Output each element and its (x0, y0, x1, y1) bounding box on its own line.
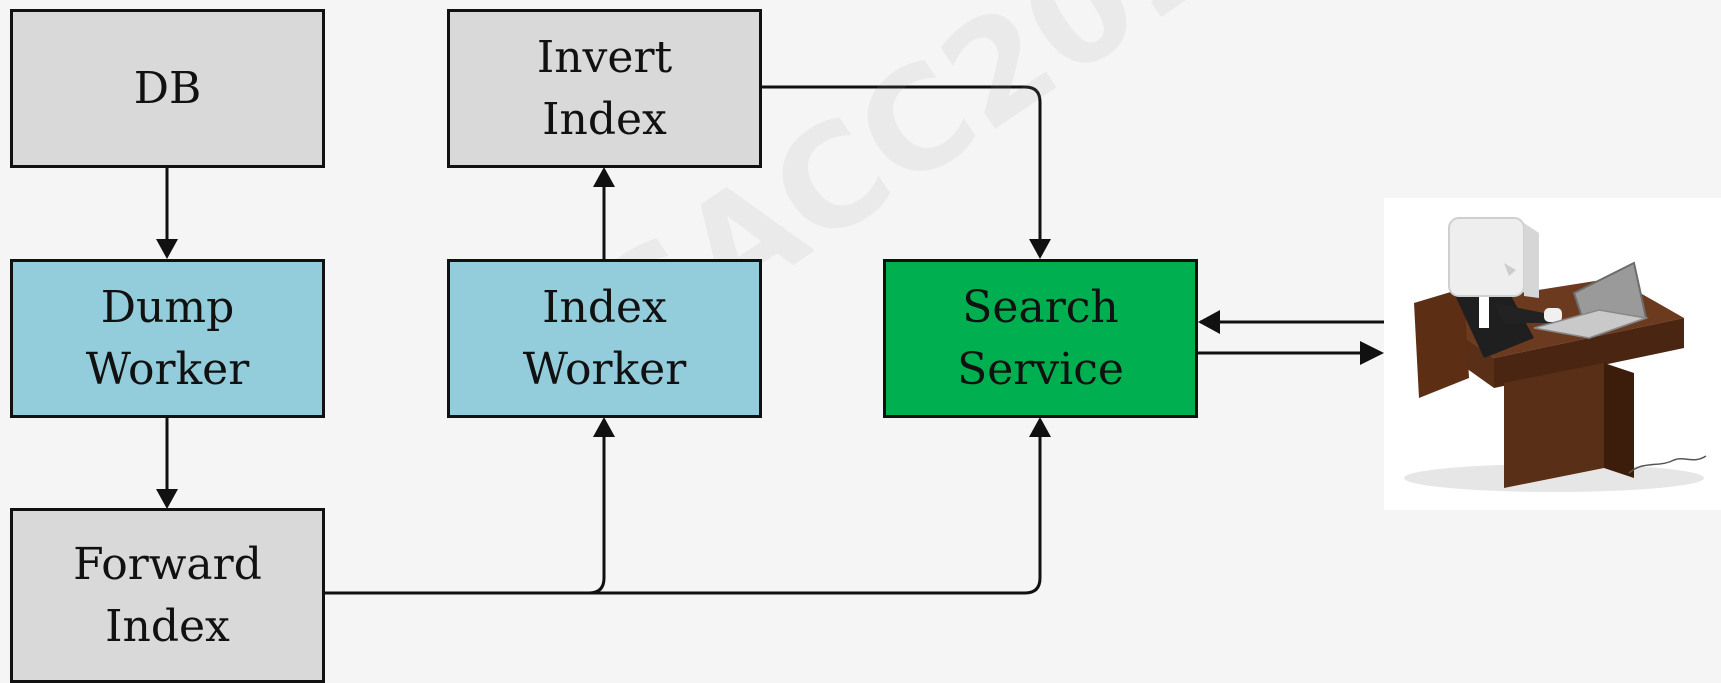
arrowhead-search-service-top (1029, 239, 1051, 259)
db-label: DB (133, 62, 202, 114)
search-service-label-line2: Service (957, 343, 1124, 395)
invert-index-label-line1: Invert (536, 31, 673, 83)
search-service-label-line1: Search (962, 281, 1119, 333)
forward-index-box: Forward Index (10, 508, 325, 683)
arrow-forward-index-to-index-worker (324, 420, 606, 595)
user-at-laptop-icon (1384, 198, 1721, 510)
dump-worker-box: Dump Worker (10, 259, 325, 418)
arrowhead-user (1360, 341, 1384, 365)
invert-index-box: Invert Index (447, 9, 762, 168)
arrowhead-invert-index (593, 167, 615, 187)
arrow-forward-index-to-search-service (589, 420, 1042, 595)
dump-worker-label-line1: Dump (100, 281, 235, 333)
arrowhead-search-service-bottom (1029, 417, 1051, 437)
index-worker-label-line1: Index (542, 281, 667, 333)
db-box: DB (10, 9, 325, 168)
index-worker-box: Index Worker (447, 259, 762, 418)
arrowhead-index-worker (593, 417, 615, 437)
arrow-invert-index-to-search-service (761, 85, 1042, 255)
arrowhead-forward-index (156, 489, 178, 509)
dump-worker-label-line2: Worker (85, 343, 250, 395)
forward-index-label-line1: Forward (73, 538, 262, 590)
index-worker-label-line2: Worker (522, 343, 687, 395)
forward-index-label-line2: Index (105, 600, 230, 652)
arrowhead-search-service-right (1198, 310, 1220, 334)
arrowhead-dump-worker (156, 239, 178, 259)
invert-index-label-line2: Index (542, 93, 667, 145)
search-service-box: Search Service (883, 259, 1198, 418)
